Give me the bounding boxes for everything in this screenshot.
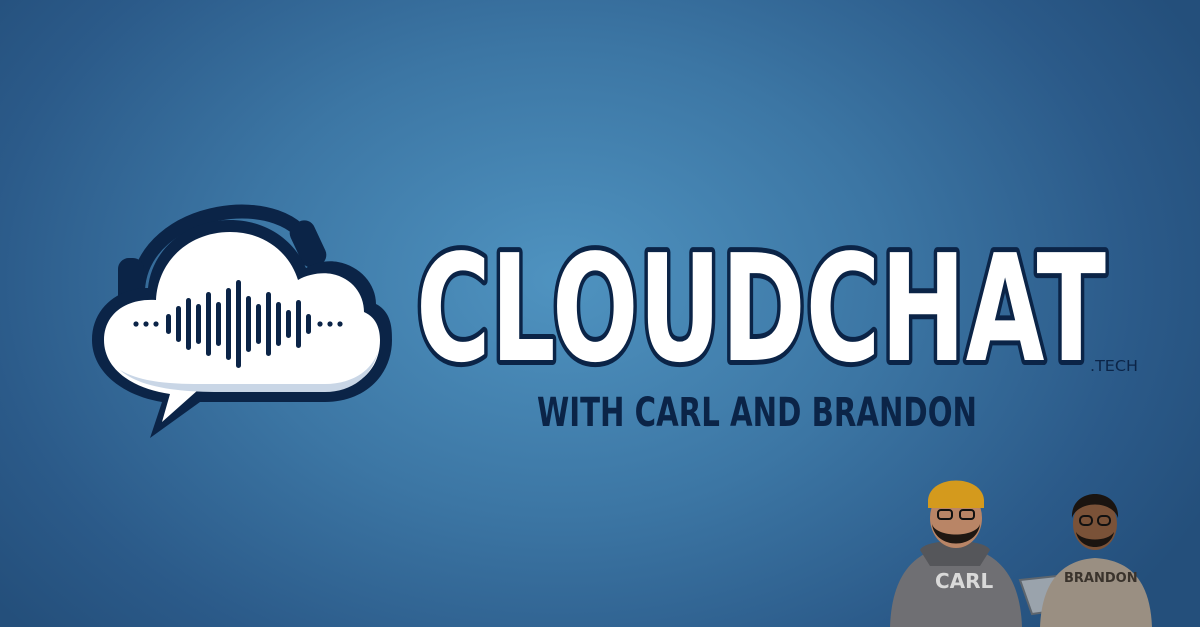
brand-wordmark: CLOUDCHAT [412,228,1111,378]
carl-shirt-label: CARL [935,569,994,593]
soundwave-icon [133,280,343,368]
host-brandon: BRANDON [1040,494,1152,627]
tagline: WITH CARL AND BRANDON [537,390,977,436]
brandon-shirt-label: BRANDON [1064,571,1138,586]
brand-name: CLOUDCHAT [416,228,1106,378]
brand-tld-wrap: .TECH [1090,357,1138,375]
hosts-illustration: CARL BRANDON [890,480,1152,627]
cloud-headphones-soundwave-icon [92,204,392,438]
tagline-wrap: WITH CARL AND BRANDON [537,390,977,436]
brand-tld: .TECH [1090,357,1138,375]
host-carl: CARL [890,480,1022,627]
